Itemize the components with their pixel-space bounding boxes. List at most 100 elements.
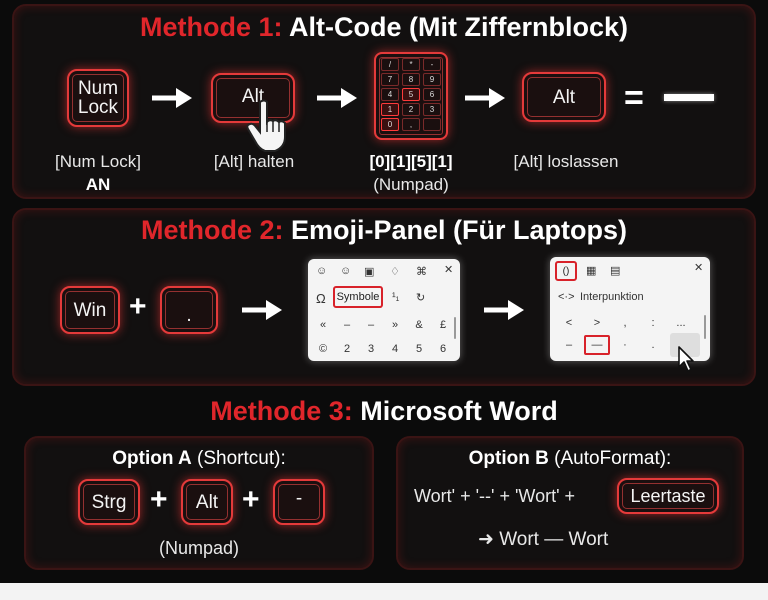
- period-key[interactable]: .: [160, 286, 218, 334]
- numpad-key: 5: [402, 88, 420, 101]
- numpad-key: 1: [381, 103, 399, 116]
- symbol-cell[interactable]: ·: [623, 339, 627, 351]
- symbol-cell[interactable]: —: [591, 339, 603, 351]
- method2-title-rest: Emoji-Panel (Für Laptops): [291, 215, 628, 245]
- plus-sign: +: [150, 483, 168, 516]
- strg-key[interactable]: Strg: [78, 479, 140, 525]
- symbol-cell[interactable]: &: [415, 319, 423, 331]
- space-key[interactable]: Leertaste: [617, 478, 719, 514]
- kaomoji-tab-icon[interactable]: ♢: [390, 266, 400, 278]
- strg-key-label: Strg: [91, 491, 127, 513]
- emoji-tab-icon[interactable]: ☺: [340, 265, 352, 277]
- pointing-hand-icon: [246, 99, 286, 152]
- symbol-cell[interactable]: 5: [415, 343, 423, 355]
- symbol-cell[interactable]: £: [439, 319, 447, 331]
- gif-tab-icon[interactable]: ▣: [364, 266, 375, 278]
- numlock-caption-state: AN: [85, 175, 111, 194]
- minus-key[interactable]: -: [273, 479, 325, 525]
- equals-sign: =: [624, 79, 644, 117]
- alt-key-label: Alt: [241, 85, 265, 107]
- symbol-cell[interactable]: «: [319, 319, 327, 331]
- close-icon[interactable]: ✕: [444, 264, 454, 276]
- em-dash-result: [664, 94, 714, 101]
- optionB-result: ➜ Wort — Wort: [478, 529, 609, 550]
- omega-icon[interactable]: Ω: [316, 291, 326, 306]
- arrow-right-icon: [484, 300, 524, 320]
- emoji-panel-symbols: ☺ ☺ ▣ ♢ ⌘ ✕ Ω Symbole ¹₁ ↻ « – – » & £ © 2 3 4 5 6: [308, 259, 460, 361]
- numlock-caption: [Num Lock] AN: [38, 152, 158, 195]
- numpad-key: 6: [423, 88, 441, 101]
- method1-title: Methode 1: Alt-Code (Mit Ziffernblock): [0, 12, 768, 43]
- alt-key-word-label: Alt: [195, 491, 219, 513]
- plus-sign: +: [129, 290, 147, 323]
- symbol-cell[interactable]: –: [343, 319, 351, 331]
- scrollbar[interactable]: [704, 315, 706, 339]
- optionA-heading-bold: Option A: [112, 448, 192, 469]
- punctuation-heading-icon: <·>: [558, 291, 575, 303]
- method3-title-rest: Microsoft Word: [360, 396, 558, 426]
- symbol-cell[interactable]: –: [367, 319, 375, 331]
- arrow-right-icon: [152, 88, 192, 108]
- method2-title: Methode 2: Emoji-Panel (Für Laptops): [0, 215, 768, 246]
- arrow-right-icon: [465, 88, 505, 108]
- win-key[interactable]: Win: [60, 286, 120, 334]
- symbol-cell[interactable]: <: [565, 317, 573, 329]
- numlock-key[interactable]: Num Lock: [67, 69, 129, 127]
- numpad-key: 3: [423, 103, 441, 116]
- optionB-heading-rest: (AutoFormat):: [554, 448, 672, 469]
- method2-title-prefix: Methode 2:: [140, 215, 284, 245]
- optionA-note: (Numpad): [158, 538, 240, 558]
- method3-title: Methode 3: Microsoft Word: [0, 396, 768, 427]
- optionB-heading-bold: Option B: [468, 448, 549, 469]
- emoji-tab-icon[interactable]: ☺: [316, 265, 328, 277]
- method3-title-prefix: Methode 3:: [210, 396, 353, 426]
- symbol-cell[interactable]: >: [593, 317, 601, 329]
- symbol-cell[interactable]: ...: [676, 317, 686, 329]
- numpad-key: -: [423, 58, 441, 71]
- optionB-formula: Wort' + '--' + 'Wort' +: [414, 486, 576, 506]
- space-key-label: Leertaste: [630, 486, 706, 506]
- punctuation-tab[interactable]: (): [555, 261, 577, 281]
- symbol-cell[interactable]: ©: [318, 343, 328, 355]
- arrow-right-icon: [317, 88, 357, 108]
- method1-title-prefix: Methode 1:: [140, 12, 283, 42]
- currency-tab-icon[interactable]: ▦: [586, 265, 597, 277]
- numlock-key-line1: Num: [77, 78, 119, 99]
- symbol-cell[interactable]: 3: [367, 343, 375, 355]
- symbol-cell[interactable]: :: [651, 317, 655, 329]
- optionA-heading: Option A (Shortcut):: [24, 448, 374, 470]
- symbols-tab[interactable]: Symbole: [333, 286, 383, 308]
- alt-key-release-label: Alt: [552, 86, 576, 108]
- symbol-cell[interactable]: –: [565, 339, 573, 351]
- bottom-strip: [0, 583, 768, 600]
- alt-key-word[interactable]: Alt: [181, 479, 233, 525]
- alt-key-release[interactable]: Alt: [522, 72, 606, 122]
- win-key-label: Win: [73, 299, 107, 321]
- alt-key[interactable]: Alt: [211, 73, 295, 123]
- symbol-cell[interactable]: 4: [391, 343, 399, 355]
- em-dash-highlight: [584, 335, 610, 355]
- math-tab-icon[interactable]: ▤: [610, 265, 621, 277]
- code-caption: [0][1][5][1] (Numpad): [350, 152, 472, 195]
- plus-sign: +: [242, 483, 260, 516]
- superscript-icon[interactable]: ¹₁: [392, 291, 400, 303]
- symbol-cell[interactable]: »: [391, 319, 399, 331]
- symbol-cell[interactable]: 2: [343, 343, 351, 355]
- punctuation-tab-icon: (): [562, 265, 570, 277]
- symbols-tab-label: Symbole: [336, 291, 380, 303]
- symbol-tab-icon[interactable]: ⌘: [416, 266, 427, 278]
- symbol-cell[interactable]: ,: [623, 317, 627, 329]
- numlock-key-line2: Lock: [77, 97, 119, 118]
- numlock-caption-text: [Num Lock]: [55, 152, 141, 171]
- refresh-icon[interactable]: ↻: [416, 292, 426, 304]
- emoji-panel-punctuation: () ▦ ▤ ✕ <·> Interpunktion <>,:... –—·.‐: [550, 257, 710, 361]
- scrollbar[interactable]: [454, 317, 456, 339]
- alt-release-caption: [Alt] loslassen: [513, 152, 619, 171]
- arrow-right-icon: [242, 300, 282, 320]
- alt-hold-caption: [Alt] halten: [213, 152, 295, 171]
- minus-key-label: -: [295, 487, 303, 509]
- symbol-cell[interactable]: .: [651, 339, 655, 351]
- close-icon[interactable]: ✕: [694, 262, 704, 274]
- symbol-cell[interactable]: 6: [439, 343, 447, 355]
